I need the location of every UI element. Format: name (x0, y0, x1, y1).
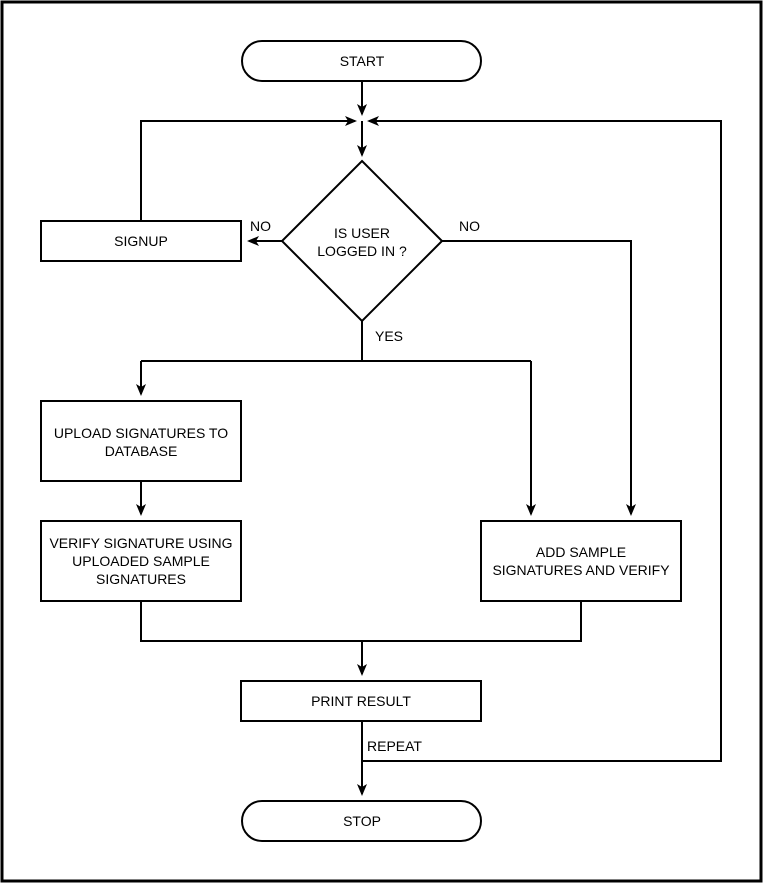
edge-label-no-left: NO (250, 218, 271, 234)
node-add-sample-line-2: SIGNATURES AND VERIFY (492, 562, 670, 578)
node-upload-line-2: DATABASE (105, 443, 178, 459)
node-decision: IS USER LOGGED IN ? (280, 159, 444, 323)
edge-merge (140, 601, 582, 642)
node-verify-line-3: SIGNATURES (96, 571, 186, 587)
node-upload-line-1: UPLOAD SIGNATURES TO (54, 425, 228, 441)
node-signup-label: SIGNUP (114, 233, 168, 249)
node-print-label: PRINT RESULT (311, 693, 411, 709)
edge-decision-no-add-sample (442, 240, 636, 516)
edge-label-repeat: REPEAT (367, 738, 422, 754)
node-decision-line-2: LOGGED IN ? (317, 243, 407, 259)
node-stop-label: STOP (343, 813, 381, 829)
edges (136, 81, 722, 796)
edge-repeat-loop (362, 116, 722, 762)
node-verify-line-2: UPLOADED SAMPLE (72, 553, 210, 569)
node-start-label: START (340, 53, 385, 69)
edge-signup-return (140, 116, 357, 221)
node-add-sample-line-1: ADD SAMPLE (536, 544, 626, 560)
node-stop: STOP (241, 800, 482, 842)
edge-label-yes: YES (375, 328, 403, 344)
node-signup: SIGNUP (40, 220, 242, 262)
node-upload: UPLOAD SIGNATURES TO DATABASE (40, 400, 242, 482)
node-print: PRINT RESULT (240, 680, 482, 722)
node-verify: VERIFY SIGNATURE USING UPLOADED SAMPLE S… (40, 520, 242, 602)
node-verify-line-1: VERIFY SIGNATURE USING (49, 535, 232, 551)
node-add-sample: ADD SAMPLE SIGNATURES AND VERIFY (480, 520, 682, 602)
edge-label-no-right: NO (459, 218, 480, 234)
node-decision-line-1: IS USER (334, 225, 390, 241)
node-start: START (241, 40, 482, 82)
